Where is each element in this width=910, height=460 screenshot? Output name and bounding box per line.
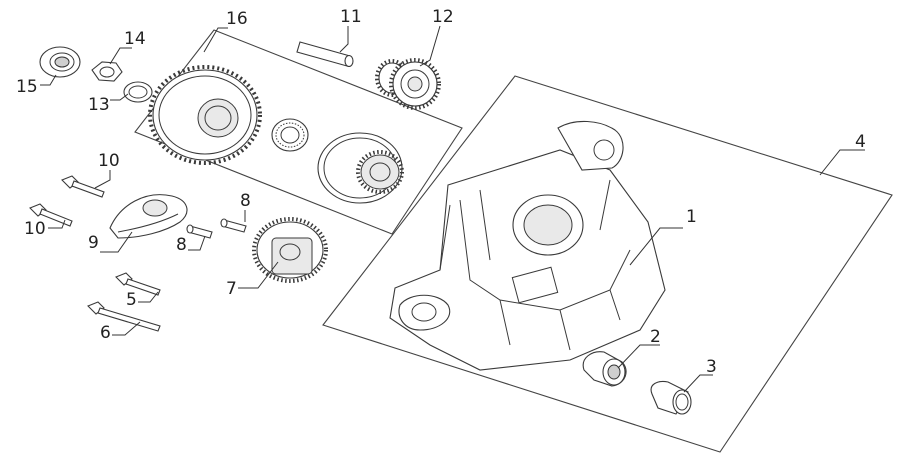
part-oil-pump (252, 217, 328, 283)
callout-5: 5 (126, 290, 137, 310)
leader-2 (617, 344, 660, 369)
leader-7 (238, 261, 279, 289)
callout-15: 15 (16, 77, 38, 97)
callout-1: 1 (686, 207, 697, 227)
part-bolt-upper (61, 175, 105, 198)
leader-16 (203, 27, 228, 53)
part-oil-seal (39, 46, 81, 78)
leader-1 (629, 227, 683, 266)
callout-9: 9 (88, 233, 99, 253)
leader-6 (112, 321, 141, 336)
callout-13: 13 (88, 95, 110, 115)
callout-2: 2 (650, 327, 661, 347)
callout-8-upper: 8 (240, 191, 251, 211)
callout-12: 12 (432, 7, 454, 27)
leader-12 (419, 25, 441, 67)
callout-16: 16 (226, 9, 248, 29)
part-washer (123, 81, 153, 103)
callout-6: 6 (100, 323, 111, 343)
callout-10-upper: 10 (98, 151, 120, 171)
leader-13 (110, 93, 129, 101)
leader-9 (100, 231, 133, 253)
callout-11: 11 (340, 7, 362, 27)
callout-4: 4 (855, 132, 866, 152)
callout-7: 7 (226, 279, 237, 299)
leader-10b (48, 219, 66, 229)
leader-lines (40, 25, 865, 393)
leader-5 (138, 291, 159, 303)
leader-14 (109, 47, 132, 65)
part-lock-nut (91, 61, 123, 82)
callout-3: 3 (706, 357, 717, 377)
part-idle-gear (375, 58, 441, 110)
part-dowel-lower (186, 224, 213, 239)
leader-4 (819, 149, 865, 176)
part-large-gear (148, 65, 262, 165)
leader-8b (188, 235, 206, 251)
part-bolt-long (87, 301, 161, 332)
part-shaft-pin (296, 41, 354, 68)
callout-labels: 1 2 3 4 5 6 7 8 8 9 10 10 11 12 13 14 15… (16, 7, 866, 377)
part-starter-clutch (317, 132, 404, 204)
leader-11 (339, 26, 349, 53)
part-dowel-upper (220, 218, 247, 233)
leader-15 (40, 74, 57, 86)
callout-8-lower: 8 (176, 235, 187, 255)
frame-crankcase-group (322, 75, 893, 453)
callout-14: 14 (124, 29, 146, 49)
part-needle-bearing (271, 118, 309, 152)
leader-3 (683, 374, 713, 393)
callout-10-lower: 10 (24, 219, 46, 239)
part-bushing (582, 351, 627, 387)
part-cover-plate (109, 194, 188, 239)
part-crankcase (389, 120, 666, 371)
part-bolt-medium (115, 272, 161, 296)
leader-10a (94, 170, 111, 189)
part-sleeve (650, 380, 692, 415)
